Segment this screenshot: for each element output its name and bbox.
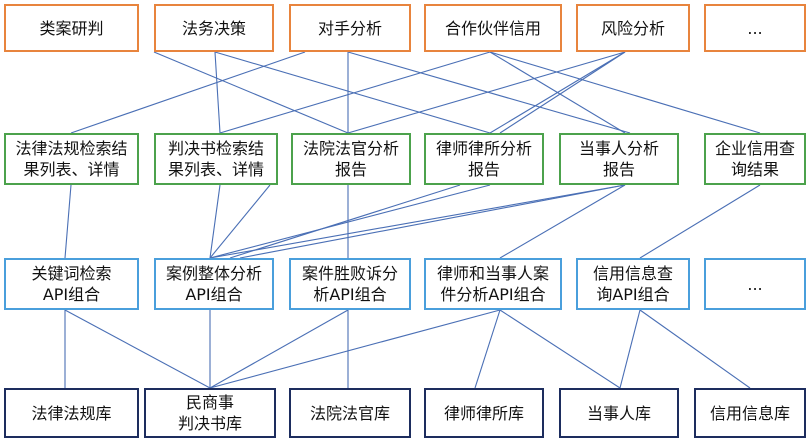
scenario-opponent-analysis-label: 对手分析: [317, 18, 382, 38]
db-civil-judgments-label: 民商事 判决书库: [177, 393, 242, 433]
connection-line-26: [209, 309, 349, 389]
report-court-judge: 法院法官分析 报告: [291, 133, 411, 185]
connection-line-20: [499, 184, 626, 259]
db-lawyer-firm: 律师律所库: [424, 388, 544, 438]
db-lawyer-firm-label: 律师律所库: [443, 403, 524, 423]
report-law-search-label: 法律法规检索结 果列表、详情: [15, 139, 128, 179]
connection-line-7: [219, 51, 491, 134]
scenario-case-study-label: 类案研判: [39, 18, 104, 38]
api-keyword-search: 关键词检索 API组合: [4, 258, 139, 310]
db-credit-label: 信用信息库: [709, 403, 790, 423]
connection-line-17: [209, 184, 491, 259]
connection-line-9: [489, 51, 761, 134]
scenario-risk-analysis: 风险分析: [576, 4, 690, 52]
db-laws: 法律法规库: [4, 388, 139, 438]
db-laws-label: 法律法规库: [31, 403, 112, 423]
api-more-label: ...: [747, 274, 763, 294]
connection-line-29: [474, 309, 501, 389]
connection-line-2: [153, 51, 349, 134]
connection-line-3: [214, 51, 221, 134]
connection-line-32: [639, 309, 751, 389]
api-more: ...: [704, 258, 806, 310]
report-judgment-search: 判决书检索结 果列表、详情: [154, 133, 278, 185]
api-win-loss-analysis: 案件胜败诉分 析API组合: [289, 258, 411, 310]
connection-line-28: [209, 309, 501, 389]
connection-line-19: [209, 184, 626, 259]
scenario-case-study: 类案研判: [4, 4, 139, 52]
api-case-overall-analysis-label: 案例整体分析 API组合: [165, 264, 262, 304]
api-case-overall-analysis: 案例整体分析 API组合: [154, 258, 274, 310]
api-lawyer-party-analysis-label: 律师和当事人案 件分析API组合: [436, 264, 549, 304]
report-lawyer-firm-label: 律师律所分析 报告: [435, 139, 532, 179]
report-judgment-search-label: 判决书检索结 果列表、详情: [167, 139, 264, 179]
scenario-more-label: ...: [747, 18, 763, 38]
report-court-judge-label: 法院法官分析 报告: [302, 139, 399, 179]
report-lawyer-firm: 律师律所分析 报告: [424, 133, 544, 185]
connection-line-4: [214, 51, 491, 134]
connection-line-24: [64, 309, 211, 389]
scenario-partner-credit: 合作伙伴信用: [424, 4, 562, 52]
scenario-legal-decision-label: 法务决策: [181, 18, 246, 38]
scenario-legal-decision: 法务决策: [154, 4, 274, 52]
connection-line-30: [499, 309, 621, 389]
report-party: 当事人分析 报告: [559, 133, 679, 185]
db-party-label: 当事人库: [586, 403, 651, 423]
db-party: 当事人库: [559, 388, 679, 438]
report-enterprise-credit-label: 企业信用查 询结果: [714, 139, 795, 179]
connection-line-1: [70, 51, 306, 134]
connection-line-16: [209, 184, 271, 259]
connection-line-6: [347, 51, 631, 134]
connection-line-13: [64, 184, 72, 259]
api-win-loss-analysis-label: 案件胜败诉分 析API组合: [301, 264, 398, 304]
db-credit: 信用信息库: [694, 388, 806, 438]
connection-line-21: [639, 184, 761, 259]
connection-line-12: [499, 51, 626, 134]
api-credit-query: 信用信息查 询API组合: [576, 258, 690, 310]
connection-line-22: [239, 184, 626, 259]
scenario-risk-analysis-label: 风险分析: [600, 18, 665, 38]
connection-line-10: [347, 51, 626, 134]
db-court-judge-label: 法院法官库: [309, 403, 390, 423]
scenario-more: ...: [704, 4, 806, 52]
db-civil-judgments: 民商事 判决书库: [144, 388, 276, 438]
report-party-label: 当事人分析 报告: [578, 139, 659, 179]
report-law-search: 法律法规检索结 果列表、详情: [4, 133, 139, 185]
scenario-opponent-analysis: 对手分析: [289, 4, 411, 52]
connection-line-11: [489, 51, 626, 134]
connection-line-18: [229, 184, 461, 259]
connection-line-14: [209, 184, 221, 259]
report-enterprise-credit: 企业信用查 询结果: [704, 133, 806, 185]
api-keyword-search-label: 关键词检索 API组合: [31, 264, 112, 304]
api-lawyer-party-analysis: 律师和当事人案 件分析API组合: [424, 258, 562, 310]
scenario-partner-credit-label: 合作伙伴信用: [444, 18, 541, 38]
connection-line-31: [619, 309, 641, 389]
db-court-judge: 法院法官库: [289, 388, 411, 438]
api-credit-query-label: 信用信息查 询API组合: [592, 264, 673, 304]
